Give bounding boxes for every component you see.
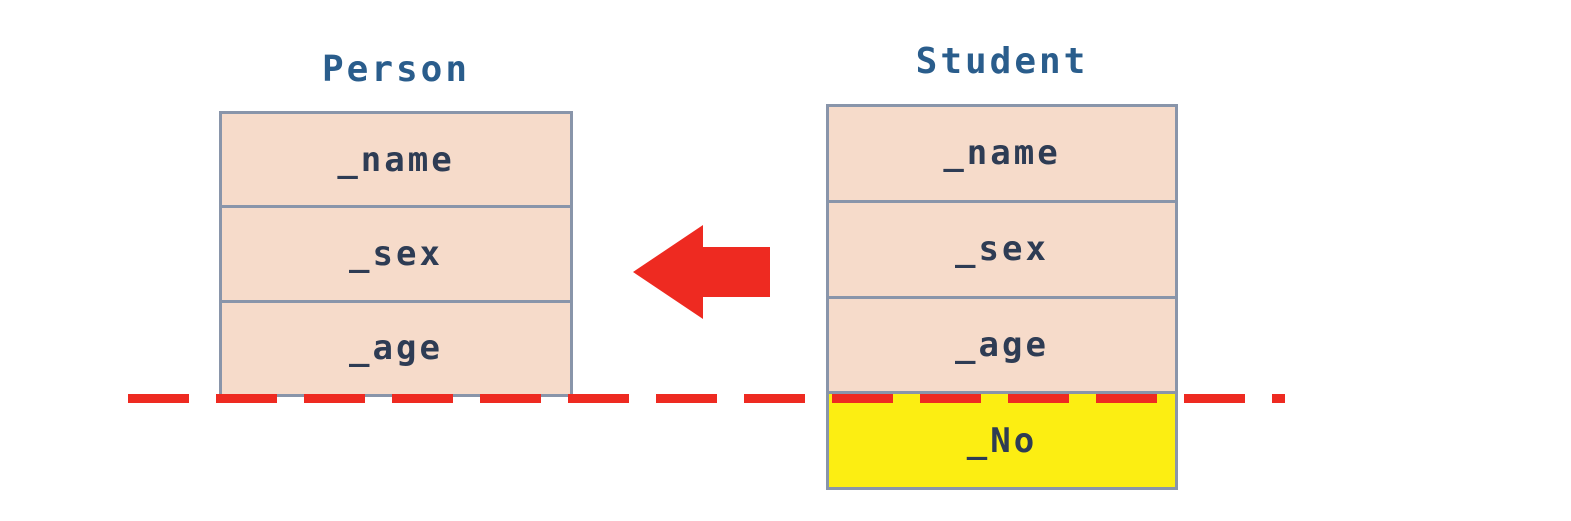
person-class-title: Person (321, 49, 471, 90)
person-field-row-sex: _sex (222, 205, 570, 299)
student-class-box: _name _sex _age _No (826, 104, 1178, 490)
left-arrow-icon (633, 225, 770, 319)
person-field-row-age: _age (222, 299, 570, 394)
person-field-label-sex: _sex (349, 233, 443, 274)
student-field-label-age: _age (955, 324, 1049, 365)
person-field-row-name: _name (222, 114, 570, 205)
person-field-label-age: _age (349, 328, 443, 369)
student-field-label-no: _No (966, 420, 1038, 461)
person-field-label-name: _name (337, 139, 455, 180)
student-field-row-sex: _sex (829, 199, 1175, 296)
student-class-title: Student (915, 41, 1089, 82)
student-field-row-name: _name (829, 107, 1175, 200)
student-field-row-no-highlighted: _No (829, 391, 1175, 487)
student-field-row-age: _age (829, 295, 1175, 392)
student-field-label-sex: _sex (955, 229, 1049, 270)
inheritance-cut-dashed-line (128, 394, 1285, 403)
student-field-label-name: _name (943, 133, 1061, 174)
person-class-box: _name _sex _age (219, 111, 573, 397)
